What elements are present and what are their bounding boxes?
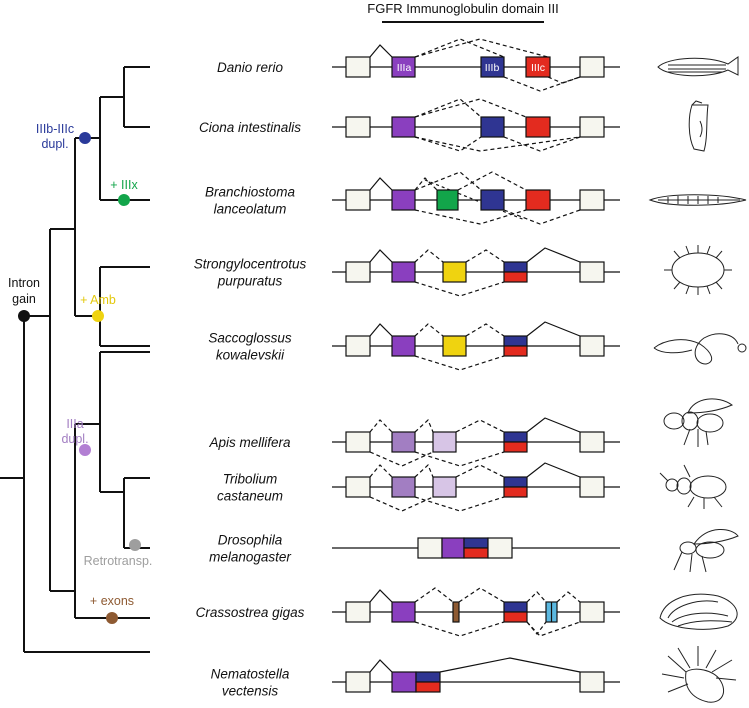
gene-row-nematostella [332,657,620,693]
zebrafish-silhouette [657,56,739,77]
node-exon-gain [106,612,118,624]
species-name: melanogaster [209,550,291,565]
honeybee-silhouette [663,398,734,447]
event-label-intron: Intron [8,276,40,290]
sea-squirt-silhouette [688,100,709,152]
sea-urchin-silhouette [664,245,732,295]
event-label-dupl-purple: dupl. [61,432,88,446]
species-name: Drosophila [218,533,283,548]
beetle-silhouette [659,464,727,509]
exon-iiia [391,56,416,78]
gene-row-strongylocentrotus [332,247,620,297]
species-name: Tribolium [223,472,278,487]
species-name: Nematostella [211,667,290,682]
species-name: Branchiostoma [205,185,296,200]
species-name: Saccoglossus [208,331,292,346]
gene-row-drosophila [332,537,620,559]
gene-row-tribolium [332,462,620,512]
gene-row-branchiostoma [332,171,620,225]
node-intron-gain [18,310,30,322]
species-name: kowalevskii [216,348,285,363]
event-label-amb: + Amb [80,293,116,307]
event-label-iiia: IIIa [66,417,83,431]
flank-exon [579,56,605,78]
species-name: Apis mellifera [208,435,291,450]
exon-label-iiib: IIIb [485,62,500,74]
species-name: Crassostrea gigas [196,605,305,620]
event-label-iiix: + IIIx [110,178,138,192]
phylogenetic-tree [0,66,150,653]
species-name: lanceolatum [214,202,287,217]
species-name: Strongylocentrotus [194,257,307,272]
gene-row-apis [332,417,620,467]
event-label-gain: gain [12,292,36,306]
acorn-worm-silhouette [653,333,747,365]
exon-iiib [480,56,505,78]
species-name: Danio rerio [217,60,284,75]
species-name: Ciona intestinalis [199,120,301,135]
event-label-dupl-blue: dupl. [41,137,68,151]
event-label-retrotransp: Retrotransp. [84,554,153,568]
gene-row-crassostrea [332,587,620,637]
species-name: purpuratus [217,274,283,289]
node-amb-gain [92,310,104,322]
event-label-exons: + exons [90,594,134,608]
gene-structures: IIIa IIIb IIIc [332,38,620,693]
gene-row-ciona [332,98,620,152]
node-iiia-dupl [79,444,91,456]
flank-exon [345,56,371,78]
node-iiix-gain [118,194,130,206]
node-iiib-iiic-dupl [79,132,91,144]
lancelet-silhouette [648,194,747,206]
fruit-fly-silhouette [673,529,739,573]
species-name: castaneum [217,489,283,504]
node-retrotransposition [129,539,141,551]
gene-row-saccoglossus [332,321,620,371]
gene-row-danio: IIIa IIIb IIIc [332,38,620,92]
exon-label-iiic: IIIc [531,62,545,74]
species-name: vectensis [222,684,279,699]
event-label-iiib-iiic: IIIb-IIIc [36,122,74,136]
exon-label-iiia: IIIa [397,62,412,74]
oyster-silhouette [659,593,738,630]
exon-iiic [525,56,551,78]
sea-anemone-silhouette [661,646,737,703]
figure-title: FGFR Immunoglobulin domain III [367,1,558,16]
